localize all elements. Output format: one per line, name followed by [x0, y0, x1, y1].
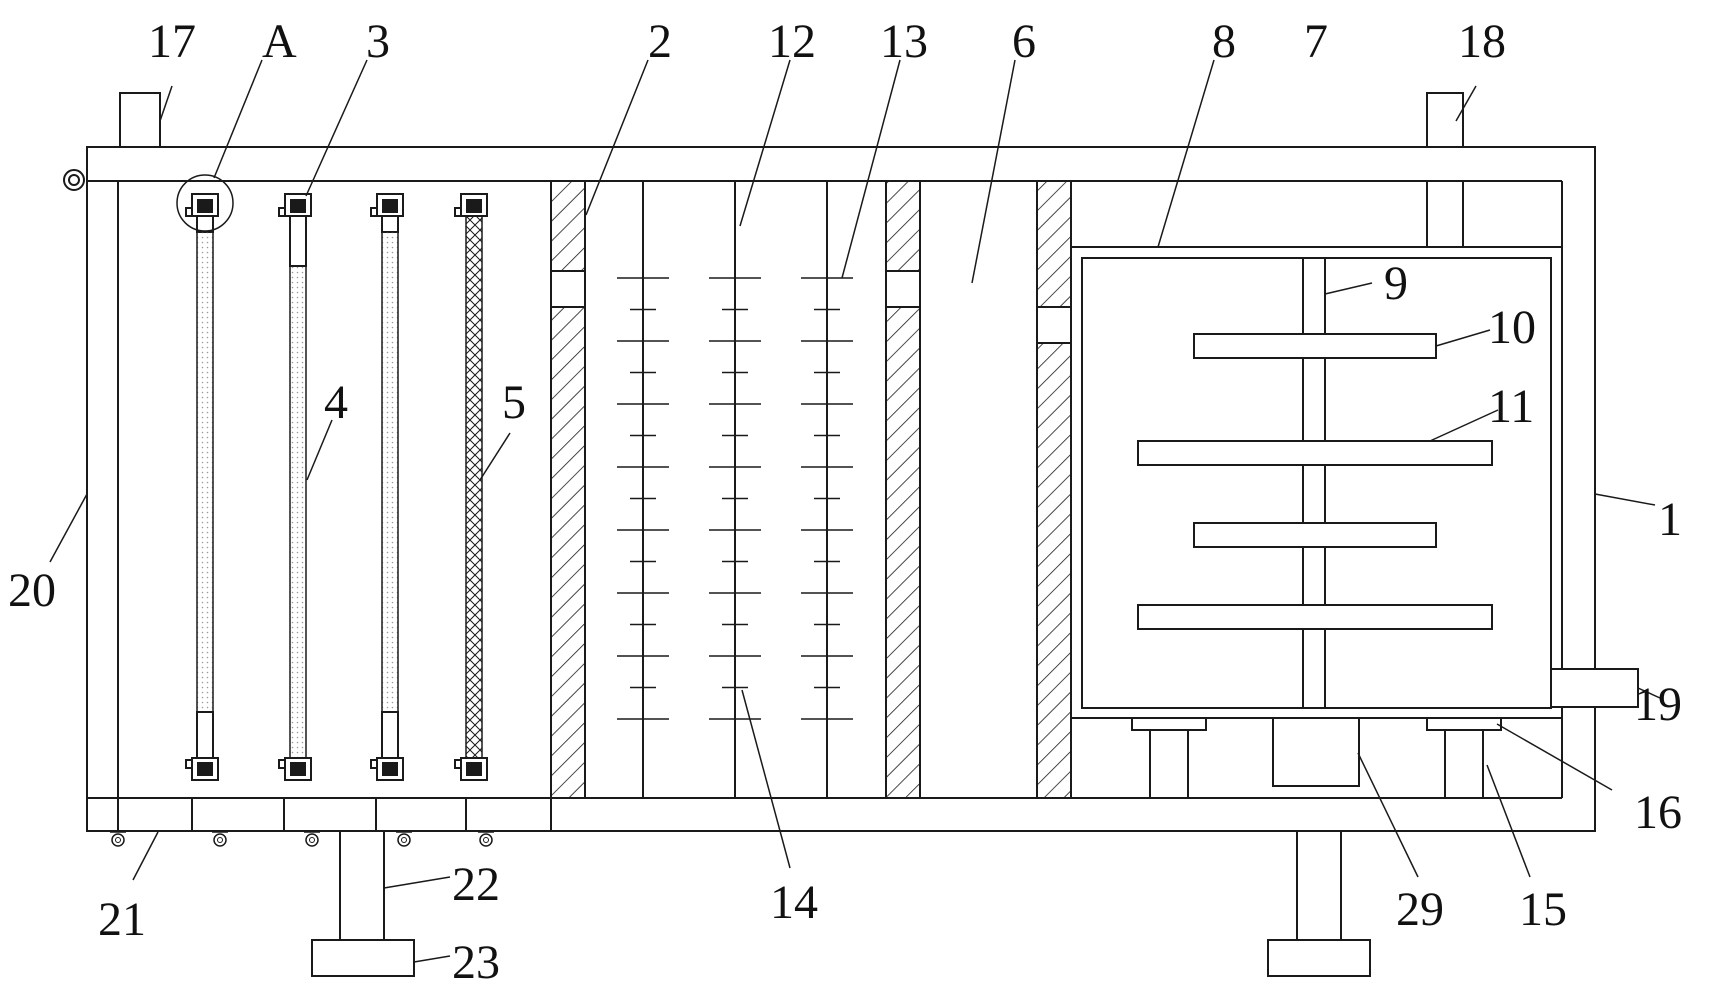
castor-wheels: [110, 831, 494, 847]
motor-box: [1272, 717, 1360, 787]
label-10: 10: [1488, 301, 1536, 354]
label-17: 17: [148, 15, 196, 68]
hinge: [63, 169, 85, 191]
castor-wheel: [212, 831, 228, 847]
label-14: 14: [770, 876, 818, 929]
label-11: 11: [1488, 380, 1534, 433]
castor-wheel: [396, 831, 412, 847]
label-2: 2: [648, 15, 672, 68]
electrode-rods: [617, 181, 853, 798]
filter-screen: [278, 193, 312, 781]
stirring-shaft: [1302, 257, 1326, 709]
label-12: 12: [768, 15, 816, 68]
legs: [311, 830, 1371, 977]
castor-wheel: [478, 831, 494, 847]
label-16: 16: [1634, 786, 1682, 839]
castor-wheel: [304, 831, 320, 847]
castor-wheel: [110, 831, 126, 847]
stirring-tank: [1071, 246, 1639, 719]
label-9: 9: [1384, 257, 1408, 310]
stirring-blade-short: [1193, 522, 1437, 548]
drain-pipe: [1550, 668, 1639, 708]
leader-lines: [49, 59, 1661, 963]
stirring-blade-short: [1193, 333, 1437, 359]
label-13: 13: [880, 15, 928, 68]
label-1: 1: [1658, 493, 1682, 546]
label-5: 5: [502, 376, 526, 429]
label-18: 18: [1458, 15, 1506, 68]
label-19: 19: [1634, 678, 1682, 731]
label-20: 20: [8, 564, 56, 617]
stirring-blade-long: [1137, 440, 1493, 466]
filter-screen: [185, 193, 219, 781]
outlet-pipe-lower: [1426, 180, 1464, 248]
filter-screens: [185, 193, 488, 781]
label-21: 21: [98, 893, 146, 946]
label-29: 29: [1396, 883, 1444, 936]
stirring-blade-long: [1137, 604, 1493, 630]
reference-labels: 17 A 3 2 12 13 6 8 7 18 9 10 11 1 19 16 …: [8, 15, 1682, 983]
filter-screen-mesh: [454, 193, 488, 781]
detail-circle-a: [176, 174, 234, 232]
label-15: 15: [1519, 883, 1567, 936]
label-3: 3: [366, 15, 390, 68]
label-7: 7: [1304, 15, 1328, 68]
outlet-pipe-top: [1426, 92, 1464, 148]
label-8: 8: [1212, 15, 1236, 68]
label-23: 23: [452, 936, 500, 983]
tank-supports: [1131, 717, 1502, 799]
filter-screen: [370, 193, 404, 781]
partition-walls: [550, 180, 1072, 799]
label-6: 6: [1012, 15, 1036, 68]
label-22: 22: [452, 858, 500, 911]
electrode-fins: [617, 277, 853, 720]
label-a: A: [262, 15, 297, 68]
label-4: 4: [324, 376, 348, 429]
inlet-pipe: [119, 92, 161, 148]
